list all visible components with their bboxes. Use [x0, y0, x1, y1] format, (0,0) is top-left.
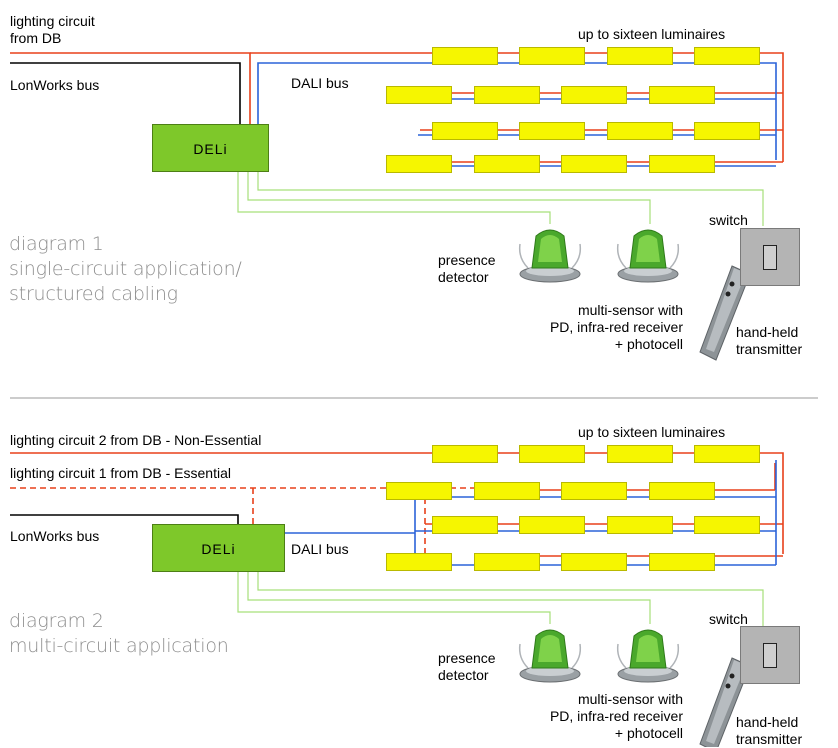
d2-circuit2-wire	[10, 452, 784, 554]
luminaire	[561, 86, 627, 104]
luminaire	[386, 482, 452, 500]
luminaire	[432, 445, 498, 463]
luminaire	[607, 516, 673, 534]
d1-sensor-wire-switch	[257, 172, 764, 226]
d1-dali-main-wire	[257, 62, 777, 160]
d2-handheld-label: hand-held transmitter	[736, 714, 803, 747]
d2-presence-label: presence detector	[438, 650, 496, 683]
luminaire	[694, 47, 760, 65]
d1-luminaires-label: up to sixteen luminaires	[578, 26, 726, 42]
luminaire	[519, 122, 585, 140]
d1-caption: diagram 1 single-circuit application/ st…	[9, 233, 242, 305]
d2-sensor-wire-presence	[237, 572, 551, 624]
d2-wall-switch	[740, 626, 800, 684]
luminaire	[649, 553, 715, 571]
luminaire	[519, 445, 585, 463]
luminaire	[649, 482, 715, 500]
d1-multisensor-label: multi-sensor with PD, infra-red receiver…	[549, 302, 683, 352]
d1-multi-sensor-icon	[616, 229, 680, 283]
luminaire	[694, 516, 760, 534]
luminaire	[561, 553, 627, 571]
d1-presence-label: presence detector	[438, 252, 496, 285]
luminaire	[607, 47, 673, 65]
luminaire	[432, 47, 498, 65]
d1-power-main-wire	[250, 52, 784, 162]
d1-sensor-wire-presence	[237, 172, 551, 224]
d2-deli-controller: DELi	[152, 524, 285, 572]
d1-deli-controller: DELi	[152, 124, 269, 172]
d1-switch-rocker-icon	[763, 245, 777, 270]
luminaire	[607, 122, 673, 140]
luminaire	[474, 553, 540, 571]
d1-lighting-circuit-label: lighting circuit from DB	[10, 13, 95, 46]
d1-lonworks-label: LonWorks bus	[10, 77, 100, 93]
d1-wall-switch	[740, 228, 800, 286]
luminaire	[386, 155, 452, 173]
d2-deli-label: DELi	[201, 541, 236, 557]
luminaire	[519, 47, 585, 65]
d2-multisensor-label: multi-sensor with PD, infra-red receiver…	[549, 691, 683, 741]
d1-presence-detector-icon	[518, 229, 582, 283]
d2-dali-label: DALI bus	[291, 541, 349, 557]
d2-lonworks-label: LonWorks bus	[10, 528, 100, 544]
d2-multi-sensor-icon	[616, 629, 680, 683]
d2-sensor-wire-multi	[247, 572, 651, 624]
luminaire	[474, 86, 540, 104]
luminaire	[386, 86, 452, 104]
d2-circuit2-label: lighting circuit 2 from DB - Non-Essenti…	[10, 432, 262, 448]
d2-switch-label: switch	[709, 611, 748, 627]
d2-caption: diagram 2 multi-circuit application	[9, 610, 229, 657]
d1-switch-label: switch	[709, 212, 748, 228]
d1-lonworks-wire	[10, 62, 241, 124]
d2-switch-rocker-icon	[763, 643, 777, 668]
luminaire	[694, 122, 760, 140]
luminaire	[649, 155, 715, 173]
luminaire	[386, 553, 452, 571]
d2-sensor-wire-switch	[257, 572, 764, 626]
luminaire	[474, 155, 540, 173]
luminaire	[649, 86, 715, 104]
d2-luminaires-label: up to sixteen luminaires	[578, 424, 726, 440]
d1-dali-label: DALI bus	[291, 75, 349, 91]
d2-presence-detector-icon	[518, 629, 582, 683]
luminaire	[474, 482, 540, 500]
d2-lonworks-wire	[10, 514, 239, 524]
d1-sensor-wire-multi	[247, 172, 651, 224]
luminaire	[519, 516, 585, 534]
luminaire	[432, 122, 498, 140]
luminaire	[607, 445, 673, 463]
luminaire	[432, 516, 498, 534]
d2-circuit1-label: lighting circuit 1 from DB - Essential	[10, 465, 231, 481]
luminaire	[561, 155, 627, 173]
d1-deli-label: DELi	[193, 141, 228, 157]
luminaire	[694, 445, 760, 463]
luminaire	[561, 482, 627, 500]
d1-handheld-label: hand-held transmitter	[736, 324, 803, 357]
